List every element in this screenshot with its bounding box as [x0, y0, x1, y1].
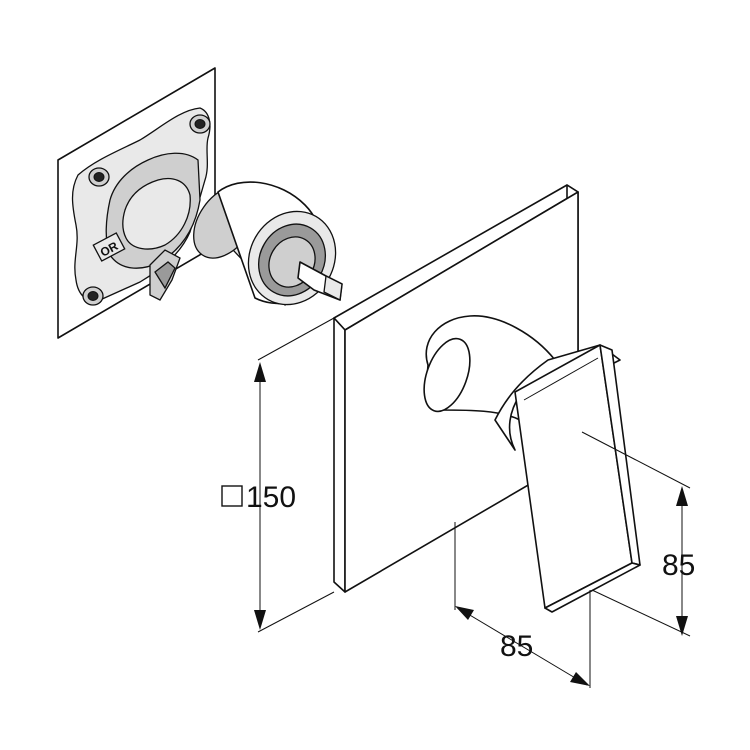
square-symbol: [221, 485, 243, 507]
mounting-screw: [82, 286, 104, 306]
lever-handle: [423, 315, 641, 613]
dimension-plate-size: 150: [221, 317, 335, 633]
mounting-screw: [88, 167, 110, 187]
plate-size-label: 150: [246, 481, 296, 514]
cartridge: [193, 181, 343, 307]
valve-body: OR: [71, 107, 211, 306]
mounting-screw: [189, 114, 211, 134]
dimension-lever-depth: 85: [454, 522, 591, 688]
dimension-lever-height: 85: [581, 431, 695, 637]
lever-depth-label: 85: [500, 630, 533, 663]
lever-height-label: 85: [662, 549, 695, 582]
